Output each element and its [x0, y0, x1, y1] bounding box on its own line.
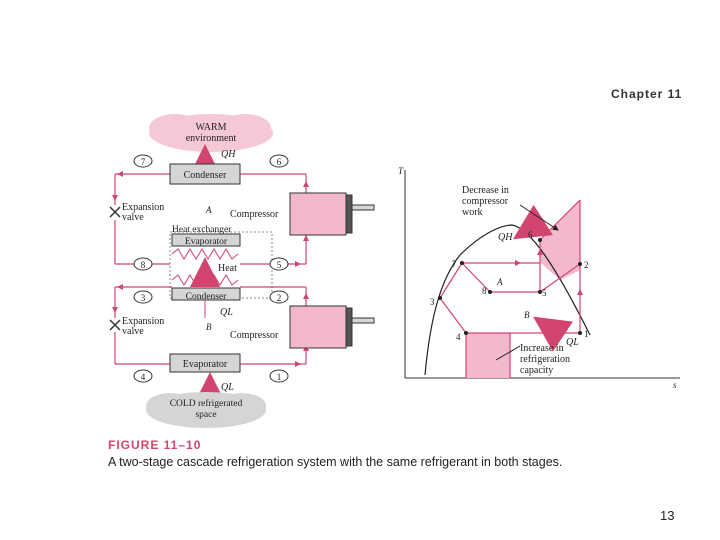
increase-annotation-1: Increase in [520, 343, 564, 354]
warm-cloud-line2: environment [186, 133, 237, 144]
qh-label: QH [221, 149, 236, 160]
point-7: 7 [452, 259, 457, 269]
state-5: 5 [269, 257, 289, 271]
ql-arrow-ts [533, 316, 573, 352]
compressor-top-label: Compressor [230, 209, 279, 220]
page-number: 13 [660, 508, 675, 523]
expansion-valve-bottom: Expansion valve [109, 316, 164, 337]
point-1: 1 [584, 329, 589, 339]
svg-text:3: 3 [141, 293, 146, 303]
evaporator-top-label: Evaporator [185, 237, 228, 247]
increase-capacity-area [466, 333, 510, 378]
figure-label: FIGURE 11–10 [108, 438, 202, 452]
point-3: 3 [430, 297, 435, 307]
condenser-top-label: Condenser [184, 170, 227, 181]
svg-text:Expansion: Expansion [122, 316, 164, 327]
decrease-work-area [540, 200, 580, 280]
s-axis-label: s [673, 380, 677, 390]
svg-text:8: 8 [141, 260, 146, 270]
increase-annotation-2: refrigeration [520, 354, 570, 365]
state-2: 2 [269, 290, 289, 304]
figure-caption: A two-stage cascade refrigeration system… [108, 455, 563, 469]
state-4: 4 [133, 369, 153, 383]
point-6: 6 [528, 230, 533, 240]
point-5: 5 [542, 288, 547, 298]
warm-cloud-line1: WARM [195, 122, 226, 133]
compressor-bottom [289, 305, 375, 349]
condenser-bottom [171, 287, 241, 301]
svg-text:valve: valve [122, 212, 144, 223]
ql-bottom-label: QL [221, 382, 234, 393]
qh-arrow-ts [512, 204, 553, 240]
evaporator-bottom-label: Evaporator [183, 359, 228, 370]
svg-text:1: 1 [277, 372, 282, 382]
svg-text:COLD refrigerated: COLD refrigerated [170, 398, 243, 409]
saturation-dome [424, 224, 591, 376]
warm-cloud: WARM environment [149, 114, 273, 152]
svg-text:6: 6 [277, 157, 282, 167]
qh-label-ts: QH [498, 232, 513, 243]
condenser-bottom-label: Condenser [186, 292, 227, 302]
svg-text:7: 7 [141, 157, 146, 167]
state-6: 6 [269, 154, 289, 168]
ql-label-ts: QL [566, 337, 579, 348]
stage-a-label: A [205, 205, 212, 215]
decrease-annotation-3: work [462, 207, 483, 218]
svg-text:5: 5 [277, 260, 282, 270]
point-8: 8 [482, 286, 487, 296]
svg-text:4: 4 [141, 372, 146, 382]
heat-exchanger-coil-top [171, 248, 239, 260]
state-1: 1 [269, 369, 289, 383]
decrease-annotation-1: Decrease in [462, 185, 509, 196]
cycle-b-label: B [524, 310, 530, 320]
t-axis-label: T [398, 166, 404, 176]
state-7-top: 7 [133, 154, 153, 168]
compressor-top [289, 192, 375, 236]
state-3: 3 [133, 290, 153, 304]
expansion-valve-top: Expansion valve [109, 202, 164, 223]
svg-text:space: space [195, 410, 216, 420]
point-4: 4 [456, 332, 461, 342]
point-2: 2 [584, 260, 589, 270]
state-8: 8 [133, 257, 153, 271]
heat-label: Heat [218, 263, 237, 274]
compressor-bottom-label: Compressor [230, 330, 279, 341]
increase-annotation-3: capacity [520, 365, 553, 376]
cycle-a-label: A [496, 277, 503, 287]
evaporator-top [171, 233, 241, 247]
heat-exchanger-label: Heat exchanger [172, 225, 232, 235]
stage-b-label: B [206, 322, 212, 332]
svg-text:2: 2 [277, 293, 282, 303]
chapter-label: Chapter 11 [611, 87, 683, 101]
condenser-top [169, 163, 241, 185]
cold-cloud: COLD refrigerated space [146, 392, 266, 428]
svg-text:valve: valve [122, 326, 144, 337]
svg-text:Expansion: Expansion [122, 202, 164, 213]
ts-diagram: T s QH QL 1 2 [398, 166, 680, 390]
ql-top-label: QL [220, 307, 233, 318]
decrease-annotation-2: compressor [462, 196, 509, 207]
